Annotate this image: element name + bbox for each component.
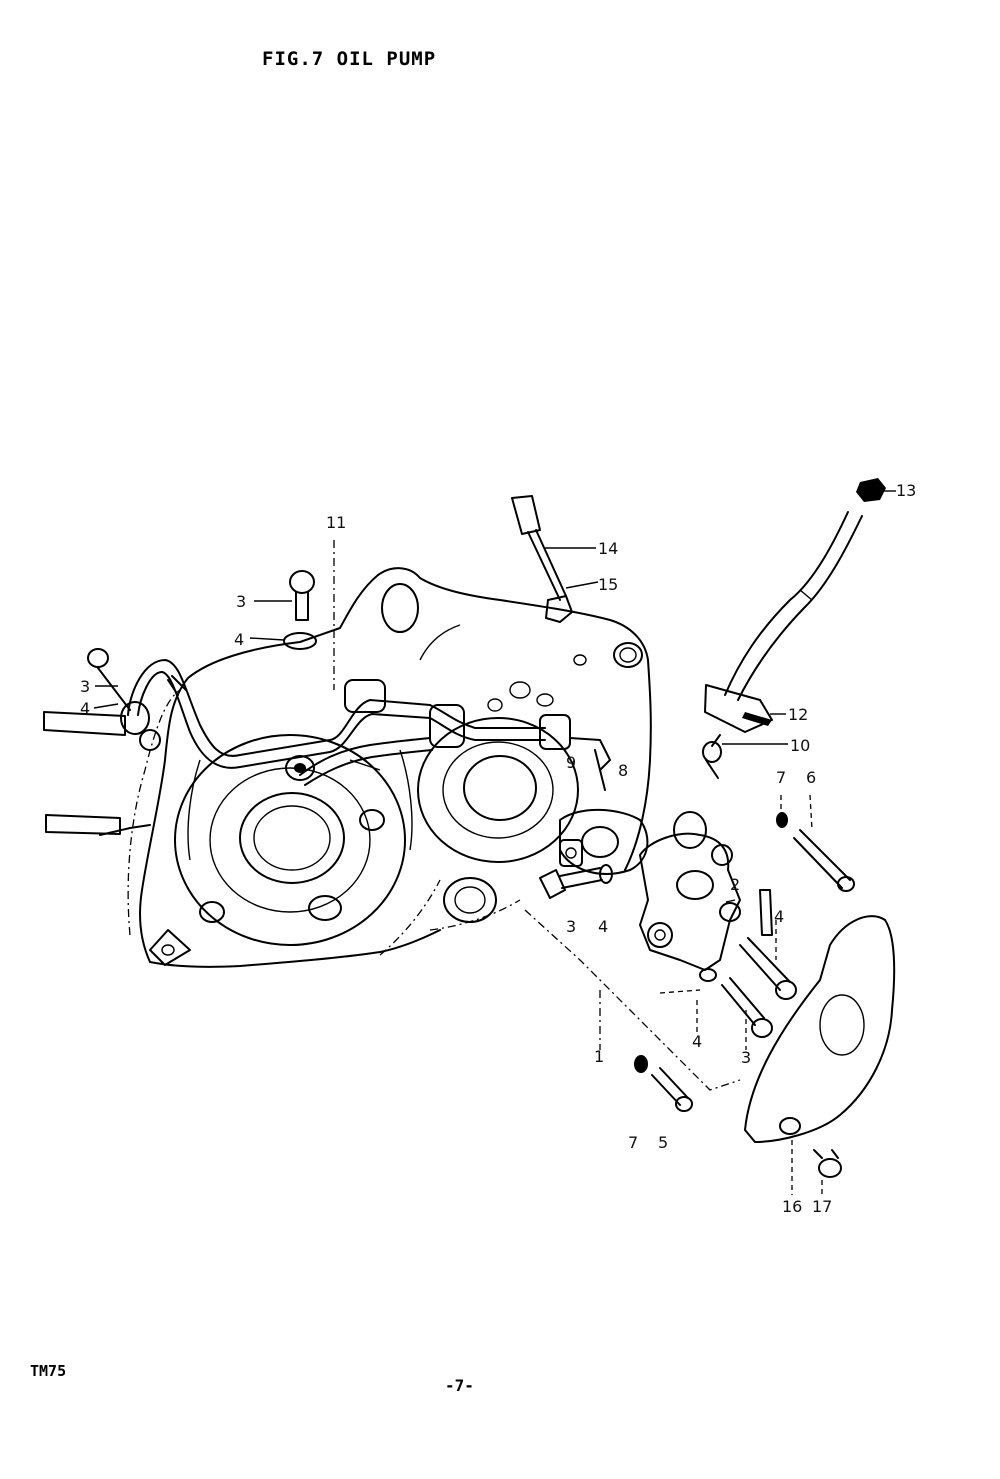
callout-17: 17 bbox=[812, 1197, 832, 1216]
loose-parts bbox=[283, 478, 896, 1178]
callout-5: 5 bbox=[658, 1133, 668, 1152]
callout-14: 14 bbox=[598, 539, 618, 558]
page-number: -7- bbox=[445, 1376, 474, 1395]
callout-10: 10 bbox=[790, 736, 810, 755]
crankcase-drawing bbox=[43, 567, 652, 968]
callout-4: 4 bbox=[80, 699, 90, 718]
callout-7: 7 bbox=[776, 768, 786, 787]
callout-3: 3 bbox=[80, 677, 90, 696]
callout-9: 9 bbox=[566, 753, 576, 772]
callout-4: 4 bbox=[234, 630, 244, 649]
callout-16: 16 bbox=[782, 1197, 802, 1216]
callout-4: 4 bbox=[692, 1032, 702, 1051]
callout-3: 3 bbox=[741, 1048, 751, 1067]
callout-8: 8 bbox=[618, 761, 628, 780]
page-title: FIG.7 OIL PUMP bbox=[262, 48, 437, 70]
part-callouts: 11 3 4 3 4 14 15 13 12 10 9 8 7 6 2 4 3 … bbox=[80, 481, 916, 1216]
model-code: TM75 bbox=[30, 1362, 67, 1380]
callout-4: 4 bbox=[774, 907, 784, 926]
callout-6: 6 bbox=[806, 768, 816, 787]
callout-1: 1 bbox=[594, 1047, 604, 1066]
callout-3: 3 bbox=[566, 917, 576, 936]
callout-15: 15 bbox=[598, 575, 618, 594]
callout-2: 2 bbox=[730, 875, 740, 894]
callout-3: 3 bbox=[236, 592, 246, 611]
callout-4: 4 bbox=[598, 917, 608, 936]
callout-12: 12 bbox=[788, 705, 808, 724]
callout-13: 13 bbox=[896, 481, 916, 500]
oil-pipes bbox=[87, 648, 611, 867]
callout-11: 11 bbox=[326, 513, 346, 532]
leader-lines bbox=[93, 490, 896, 1195]
callout-7: 7 bbox=[628, 1133, 638, 1152]
